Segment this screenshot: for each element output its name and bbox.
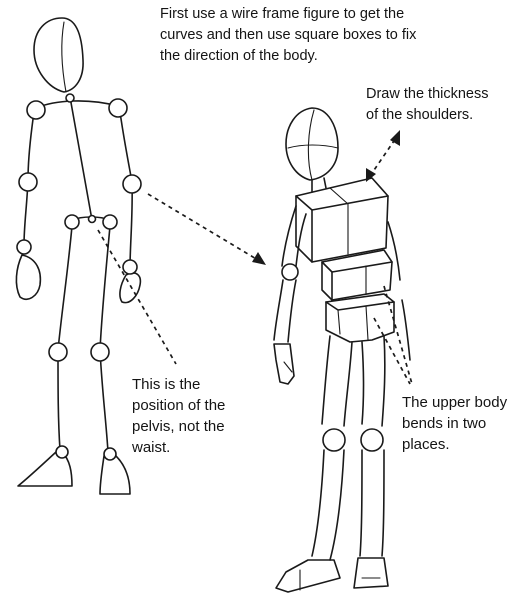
arrowhead-box-figure (252, 252, 266, 265)
box-figure (274, 108, 410, 592)
joint-pelvis-center (89, 216, 96, 223)
wireframe-right-foot (100, 456, 130, 494)
annotation-arrows (98, 130, 412, 384)
arrowhead-shoulders-top (390, 130, 400, 146)
wireframe-right-hand (120, 273, 140, 303)
box-figure-right-leg (354, 336, 388, 588)
leader-upper-body-2 (374, 318, 410, 384)
joint-right-knee (91, 343, 109, 361)
intro-annotation: First use a wire frame figure to get the… (160, 4, 490, 67)
joint-right-elbow (123, 175, 141, 193)
joint-right-shoulder (109, 99, 127, 117)
joint-right-wrist (123, 260, 137, 274)
joint-left-knee (49, 343, 67, 361)
joint-left-elbow (19, 173, 37, 191)
box-figure-right-arm (388, 222, 410, 360)
shoulders-annotation: Draw the thickness of the shoulders. (366, 84, 516, 126)
wireframe-left-hand (16, 255, 40, 299)
joint-left-wrist (17, 240, 31, 254)
arrow-wireframe-to-box (148, 194, 258, 260)
joint-left-hip (65, 215, 79, 229)
joint-left-shoulder (27, 101, 45, 119)
wireframe-spine (70, 97, 92, 220)
wireframe-figure (16, 18, 141, 494)
upper-body-annotation: The upper body bends in two places. (402, 392, 518, 455)
chest-box (296, 178, 388, 262)
wireframe-shoulder-line (36, 101, 118, 108)
box-figure-left-arm (274, 206, 306, 384)
leader-pelvis (98, 230, 176, 364)
arrow-shoulders (370, 138, 396, 176)
wireframe-head (34, 18, 83, 92)
wireframe-right-leg (100, 226, 110, 452)
joint-right-ankle (104, 448, 116, 460)
pelvis-annotation: This is the position of the pelvis, not … (132, 374, 272, 458)
box-figure-left-leg (276, 336, 352, 592)
joint-neck (66, 94, 74, 102)
head-guide-horizontal (288, 145, 338, 148)
head-guide-line (62, 22, 66, 92)
joint-left-ankle (56, 446, 68, 458)
wireframe-left-leg (58, 226, 72, 450)
joint-right-hip (103, 215, 117, 229)
